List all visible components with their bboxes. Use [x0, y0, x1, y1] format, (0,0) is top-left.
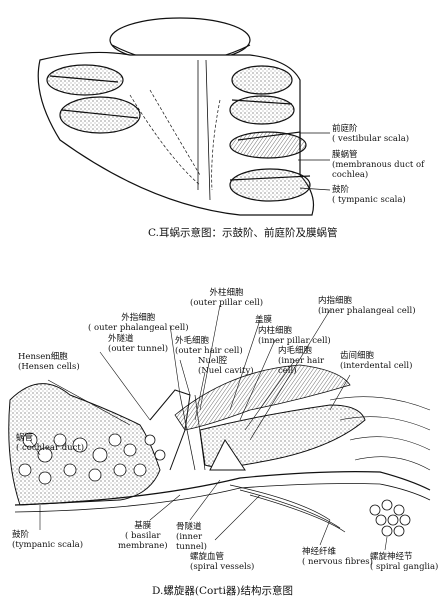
label-cochlear-duct: 蜗管 ( cochlear duct) — [16, 433, 84, 453]
label-zh: 螺旋神经节 — [370, 552, 413, 562]
label-zh: Nuel腔 — [198, 356, 228, 366]
label-en: (outer hair cell) — [175, 346, 243, 356]
label-tympanic-scala-top: 鼓阶 ( tympanic scala) — [332, 185, 406, 205]
label-zh: 外毛细胞 — [175, 336, 210, 346]
label-inner-tunnel: 骨隧道 (inner tunnel) — [176, 522, 207, 552]
label-en: (inner pillar cell) — [258, 336, 331, 346]
label-zh: 基膜 — [134, 521, 152, 531]
label-en: (membranous duct of — [332, 160, 425, 170]
label-en: ( tympanic scala) — [332, 195, 406, 205]
label-en: (tympanic scala) — [12, 540, 84, 550]
label-en: (outer tunnel) — [108, 344, 169, 354]
label-zh: 外指细胞 — [121, 313, 156, 323]
label-spiral-vessels: 螺旋血管 (spiral vessels) — [190, 552, 254, 572]
label-en: ( outer phalangeal cell) — [88, 323, 189, 333]
label-en: ( nervous fibres) — [302, 557, 373, 567]
label-tectorial-membrane: 盖膜 — [255, 315, 273, 325]
label-en: (outer pillar cell) — [190, 298, 264, 308]
label-en: (inner hair — [278, 356, 325, 366]
label-zh: 内柱细胞 — [258, 326, 293, 336]
label-en: ( spiral ganglia) — [370, 562, 439, 572]
label-zh: 膜蜗管 — [332, 150, 358, 160]
label-zh: 内指细胞 — [318, 296, 353, 306]
label-zh: 蜗管 — [16, 433, 34, 443]
label-tympanic-scala-bottom: 鼓阶 (tympanic scala) — [12, 530, 83, 550]
label-zh: 鼓阶 — [332, 185, 350, 195]
label-hensen-cells: Hensen细胞 (Hensen cells) — [18, 352, 80, 372]
label-outer-pillar-cell: 外柱细胞 (outer pillar cell) — [190, 288, 263, 308]
label-en: cochlea) — [332, 170, 369, 180]
label-en: (interdental cell) — [340, 361, 413, 371]
label-interdental-cell: 齿间细胞 (interdental cell) — [340, 351, 412, 371]
label-nuel-cavity: Nuel腔 (Nuel cavity) — [198, 356, 254, 376]
label-basilar-membrane: 基膜 ( basilar membrane) — [118, 521, 168, 551]
label-zh: 骨隧道 — [176, 522, 202, 532]
label-en: cell) — [278, 366, 297, 376]
label-en: (Nuel cavity) — [198, 366, 254, 376]
label-zh: Hensen细胞 — [18, 352, 68, 362]
label-zh: 内毛细胞 — [278, 346, 313, 356]
label-outer-phalangeal-cell: 外指细胞 ( outer phalangeal cell) — [88, 313, 189, 333]
label-inner-hair-cell: 内毛细胞 (inner hair cell) — [278, 346, 324, 376]
label-nervous-fibres: 神经纤维 ( nervous fibres) — [302, 547, 373, 567]
label-inner-pillar-cell: 内柱细胞 (inner pillar cell) — [258, 326, 331, 346]
cochlea-section — [37, 17, 331, 216]
label-en: (inner — [176, 532, 203, 542]
label-membranous-duct: 膜蜗管 (membranous duct of cochlea) — [332, 150, 424, 180]
label-zh: 前庭阶 — [332, 124, 358, 134]
label-en: (spiral vessels) — [190, 562, 255, 572]
label-zh: 神经纤维 — [302, 547, 337, 557]
label-en: ( vestibular scala) — [332, 134, 410, 144]
label-en: ( basilar — [125, 531, 161, 541]
label-outer-tunnel: 外隧道 (outer tunnel) — [108, 334, 168, 354]
label-en: ( cochlear duct) — [16, 443, 85, 453]
label-zh: 鼓阶 — [12, 530, 30, 540]
label-zh: 外柱细胞 — [209, 288, 244, 298]
label-inner-phalangeal-cell: 内指细胞 (inner phalangeal cell) — [318, 296, 416, 316]
corti-organ-section — [8, 304, 431, 551]
caption-top-figure: C.耳蜗示意图：示鼓阶、前庭阶及膜蜗管 — [148, 227, 338, 239]
label-vestibular-scala: 前庭阶 ( vestibular scala) — [332, 124, 409, 144]
label-zh: 齿间细胞 — [340, 351, 375, 361]
label-outer-hair-cell: 外毛细胞 (outer hair cell) — [175, 336, 243, 356]
label-en: tunnel) — [176, 542, 207, 552]
label-spiral-ganglia: 螺旋神经节 ( spiral ganglia) — [370, 552, 438, 572]
label-en: membrane) — [118, 541, 168, 551]
label-en: (Hensen cells) — [18, 362, 80, 372]
label-zh: 螺旋血管 — [190, 552, 225, 562]
caption-bottom-figure: D.螺旋器(Corti器)结构示意图 — [152, 585, 294, 597]
label-zh: 外隧道 — [108, 334, 134, 344]
label-en: (inner phalangeal cell) — [318, 306, 416, 316]
